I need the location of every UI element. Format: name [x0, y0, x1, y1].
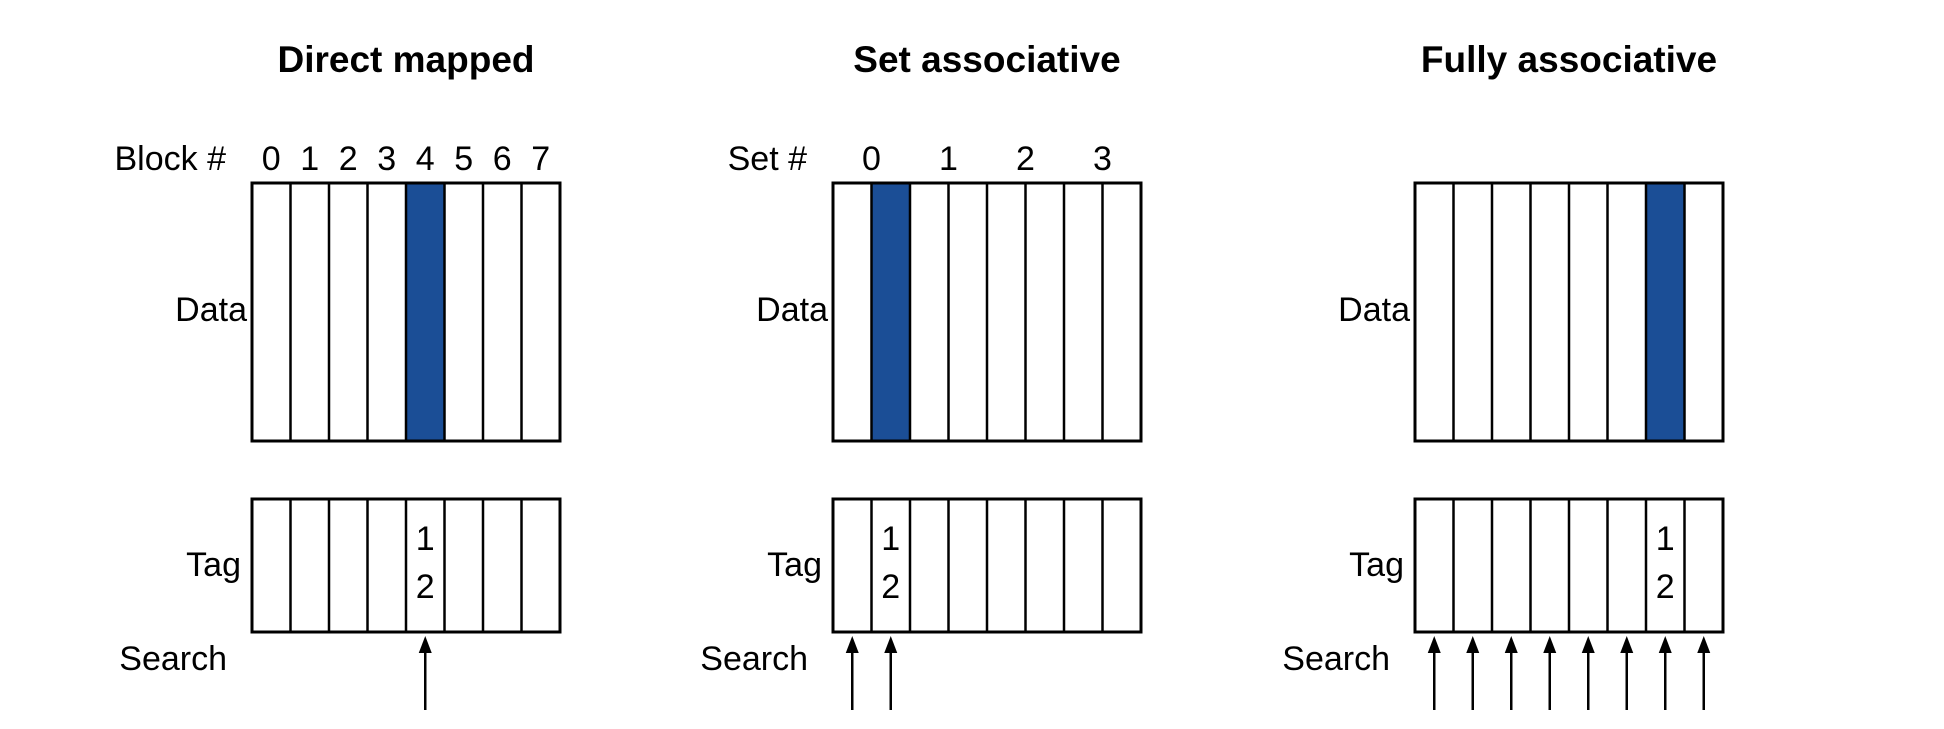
search-label: Search: [700, 640, 808, 678]
index-number: 4: [415, 140, 435, 178]
tag-value-line: 1: [881, 520, 901, 558]
search-arrow-head: [845, 636, 859, 653]
index-number: 2: [1016, 140, 1035, 178]
tag-value-line: 1: [415, 520, 435, 558]
search-arrow-head: [1620, 636, 1634, 653]
index-number: 3: [377, 140, 397, 178]
search-arrow-head: [1427, 636, 1441, 653]
search-arrow-head: [1543, 636, 1557, 653]
tag-grid-fully-associative: [1413, 497, 1725, 634]
tag-label: Tag: [186, 546, 241, 584]
search-arrow-head: [1504, 636, 1518, 653]
tag-value-line: 2: [415, 568, 435, 606]
tag-value-line: 2: [881, 568, 901, 606]
search-label: Search: [1282, 640, 1390, 678]
index-number: 5: [454, 140, 474, 178]
search-arrow-head: [418, 636, 432, 653]
data-label: Data: [1338, 291, 1410, 329]
search-arrow-head: [1466, 636, 1480, 653]
index-number: 0: [261, 140, 281, 178]
data-grid-direct-mapped: [250, 181, 562, 443]
panel-title-fully-associative: Fully associative: [1420, 39, 1718, 80]
index-number: 1: [300, 140, 320, 178]
search-arrow-head: [1658, 636, 1672, 653]
index-label-direct-mapped: Block #: [114, 140, 227, 178]
highlighted-block-fully-associative: [1646, 183, 1685, 441]
search-arrow-head: [1581, 636, 1595, 653]
data-grid-fully-associative: [1413, 181, 1725, 443]
tag-grid-set-associative: [831, 497, 1143, 634]
index-number: 1: [939, 140, 958, 178]
search-label: Search: [119, 640, 227, 678]
search-arrow-head: [884, 636, 898, 653]
index-number: 0: [862, 140, 881, 178]
panel-title-direct-mapped: Direct mapped: [277, 39, 535, 80]
tag-value-line: 2: [1655, 568, 1675, 606]
index-number: 7: [531, 140, 551, 178]
highlighted-block-set-associative: [871, 183, 910, 441]
tag-grid-direct-mapped: [250, 497, 562, 634]
index-label-set-associative: Set #: [727, 140, 807, 178]
index-number: 3: [1093, 140, 1112, 178]
panel-title-set-associative: Set associative: [853, 39, 1121, 80]
tag-label: Tag: [767, 546, 822, 584]
search-arrow-head: [1697, 636, 1711, 653]
data-label: Data: [756, 291, 828, 329]
highlighted-block-direct-mapped: [406, 183, 445, 441]
index-number: 2: [338, 140, 358, 178]
tag-value-line: 1: [1655, 520, 1675, 558]
tag-label: Tag: [1349, 546, 1404, 584]
data-label: Data: [175, 291, 247, 329]
data-grid-set-associative: [831, 181, 1143, 443]
index-number: 6: [492, 140, 512, 178]
